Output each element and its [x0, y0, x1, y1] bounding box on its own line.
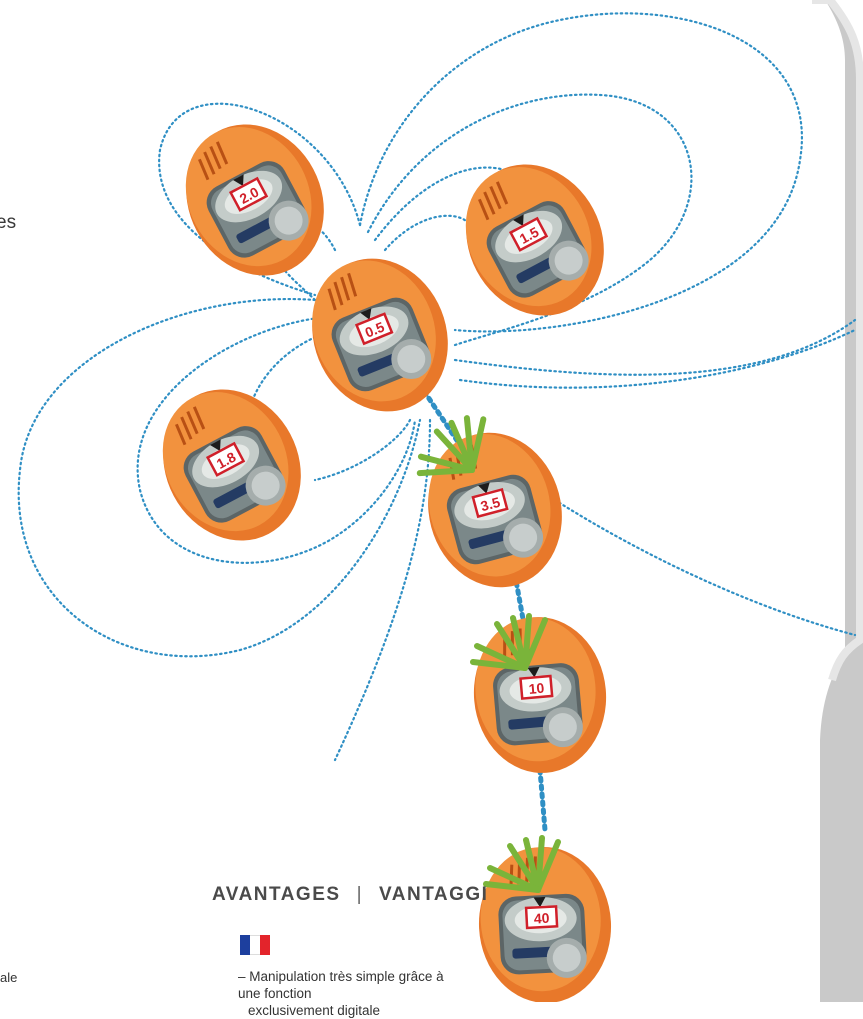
heading-right: VANTAGGI — [379, 884, 488, 905]
french-flag-icon — [240, 935, 270, 955]
device-reading: 40 — [533, 910, 550, 927]
heading-left: AVANTAGES — [212, 884, 341, 905]
section-heading: AVANTAGES | VANTAGGI — [212, 884, 488, 906]
device-3-5: 3.5 — [411, 418, 579, 603]
advantage-line-1: – Manipulation très simple grâce à une f… — [238, 969, 444, 1001]
device-0-5: 0.5 — [290, 238, 471, 432]
text-fragment-bottom: ale — [0, 970, 17, 985]
advantage-item: – Manipulation très simple grâce à une f… — [238, 968, 468, 1019]
heading-separator: | — [357, 884, 363, 905]
text-fragment: es — [0, 212, 16, 234]
field-lines — [19, 13, 855, 760]
device-reading: 10 — [528, 680, 545, 697]
device-2-0: 2.0 — [160, 100, 350, 300]
advantage-line-2: exclusivement digitale — [238, 1002, 468, 1019]
